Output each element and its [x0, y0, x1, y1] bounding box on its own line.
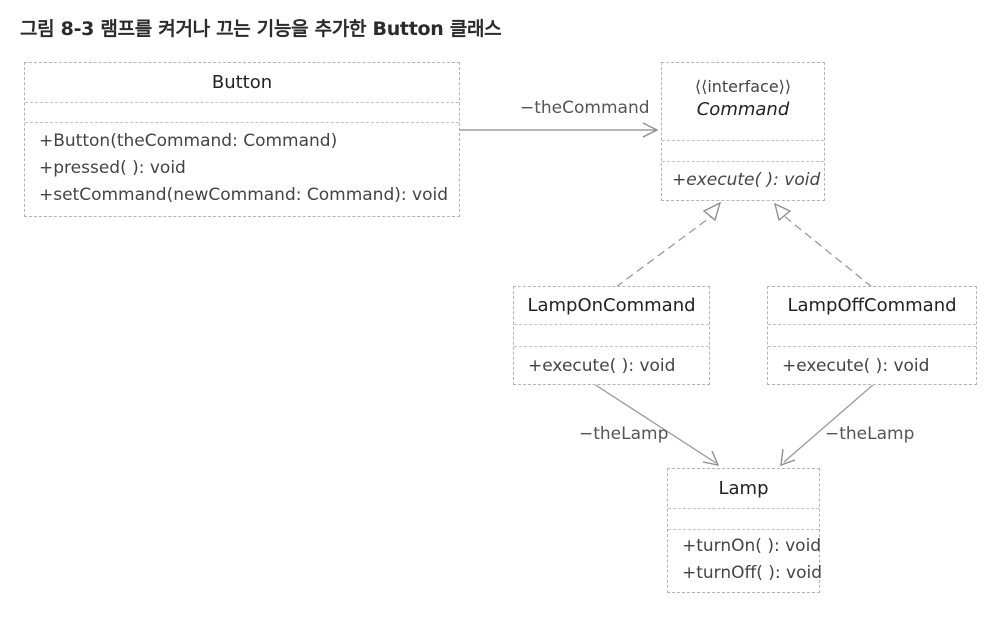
class-button-attributes [25, 103, 459, 123]
class-button-operations: +Button(theCommand: Command) +pressed( )… [25, 123, 459, 209]
interface-command: ⟨⟨interface⟩⟩ Command +execute( ): void [661, 62, 825, 201]
class-button: Button +Button(theCommand: Command) +pre… [24, 62, 460, 217]
operation-execute-abstract: +execute( ): void [672, 170, 821, 190]
class-lamp: Lamp +turnOn( ): void +turnOff( ): void [667, 468, 823, 593]
class-button-name: Button [25, 63, 459, 103]
association-lampoffcommand-lamp [780, 383, 875, 466]
association-lamponcommand-lamp [593, 383, 720, 466]
operation-button-constructor: +Button(theCommand: Command) [39, 131, 338, 151]
realization-lamponcommand-command [615, 201, 722, 288]
operation-set-command: +setCommand(newCommand: Command): void [39, 185, 448, 205]
class-lamp-name: Lamp [668, 469, 819, 509]
class-lamp-operations: +turnOn( ): void +turnOff( ): void [668, 530, 823, 587]
operation-turn-off: +turnOff( ): void [682, 563, 823, 583]
interface-stereotype: ⟨⟨interface⟩⟩ [694, 77, 792, 96]
operation-pressed: +pressed( ): void [39, 158, 186, 178]
class-lamp-on-command-operations: +execute( ): void [514, 347, 709, 380]
association-button-command [459, 122, 659, 138]
interface-command-name: Command [696, 99, 790, 120]
class-lamp-on-command-name: LampOnCommand [514, 287, 709, 325]
label-the-lamp-off: −theLamp [825, 424, 915, 444]
class-lamp-on-command-attributes [514, 325, 709, 347]
interface-command-header: ⟨⟨interface⟩⟩ Command [662, 63, 824, 141]
class-lamp-off-command-attributes [768, 325, 976, 347]
label-the-lamp-on: −theLamp [579, 424, 669, 444]
interface-command-operations: +execute( ): void [662, 162, 824, 194]
operation-turn-on: +turnOn( ): void [682, 536, 822, 556]
class-lamp-on-command: LampOnCommand +execute( ): void [513, 286, 710, 385]
class-lamp-attributes [668, 509, 819, 530]
realization-lampoffcommand-command [774, 202, 873, 288]
class-lamp-off-command-name: LampOffCommand [768, 287, 976, 325]
operation-lamp-on-execute: +execute( ): void [528, 356, 676, 376]
label-the-command: −theCommand [520, 98, 650, 118]
operation-lamp-off-execute: +execute( ): void [782, 356, 930, 376]
interface-command-attributes [662, 141, 824, 162]
class-lamp-off-command: LampOffCommand +execute( ): void [767, 286, 977, 385]
figure-caption: 그림 8-3 램프를 켜거나 끄는 기능을 추가한 Button 클래스 [20, 18, 502, 40]
class-lamp-off-command-operations: +execute( ): void [768, 347, 976, 380]
